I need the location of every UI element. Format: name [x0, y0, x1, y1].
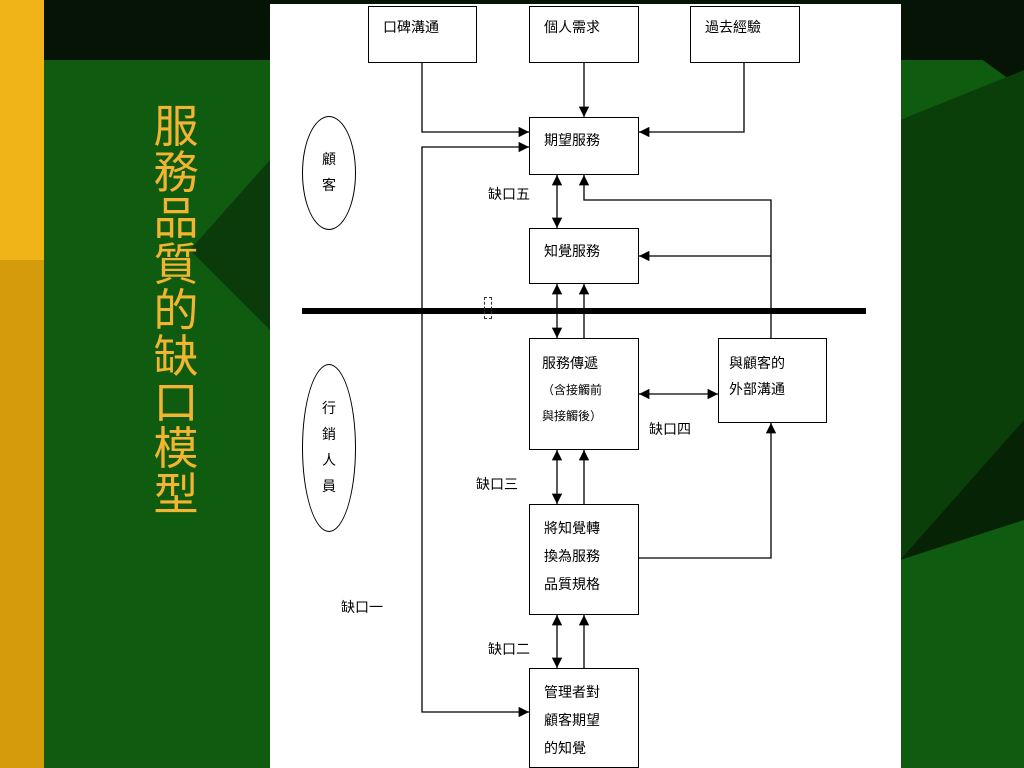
gap-3-label: 缺口三 — [476, 477, 518, 493]
customer-oval: 顧 客 — [302, 116, 356, 230]
gap-2-label: 缺口二 — [488, 642, 530, 658]
service-delivery-box: 服務傳遞 （含接觸前 與接觸後） — [529, 338, 639, 450]
personal-needs-box: 個人需求 — [529, 6, 639, 63]
gap-4-label: 缺口四 — [649, 422, 691, 438]
perceived-service-box: 知覺服務 — [529, 228, 639, 284]
word-of-mouth-box: 口碑溝通 — [368, 6, 477, 63]
gap-1-label: 缺口一 — [341, 600, 383, 616]
gap-5-label: 缺口五 — [488, 187, 530, 203]
marketer-oval: 行 銷 人 員 — [302, 364, 356, 532]
expected-service-box: 期望服務 — [529, 117, 639, 175]
management-perception-box: 管理者對 顧客期望 的知覺 — [529, 668, 639, 768]
service-specifications-box: 將知覺轉 換為服務 品質規格 — [529, 504, 639, 615]
slide-title: 服務品質的缺口模型 — [153, 100, 199, 521]
external-communication-box: 與顧客的 外部溝通 — [718, 338, 827, 423]
past-experience-box: 過去經驗 — [690, 6, 800, 63]
text-cursor-marker — [484, 297, 492, 319]
